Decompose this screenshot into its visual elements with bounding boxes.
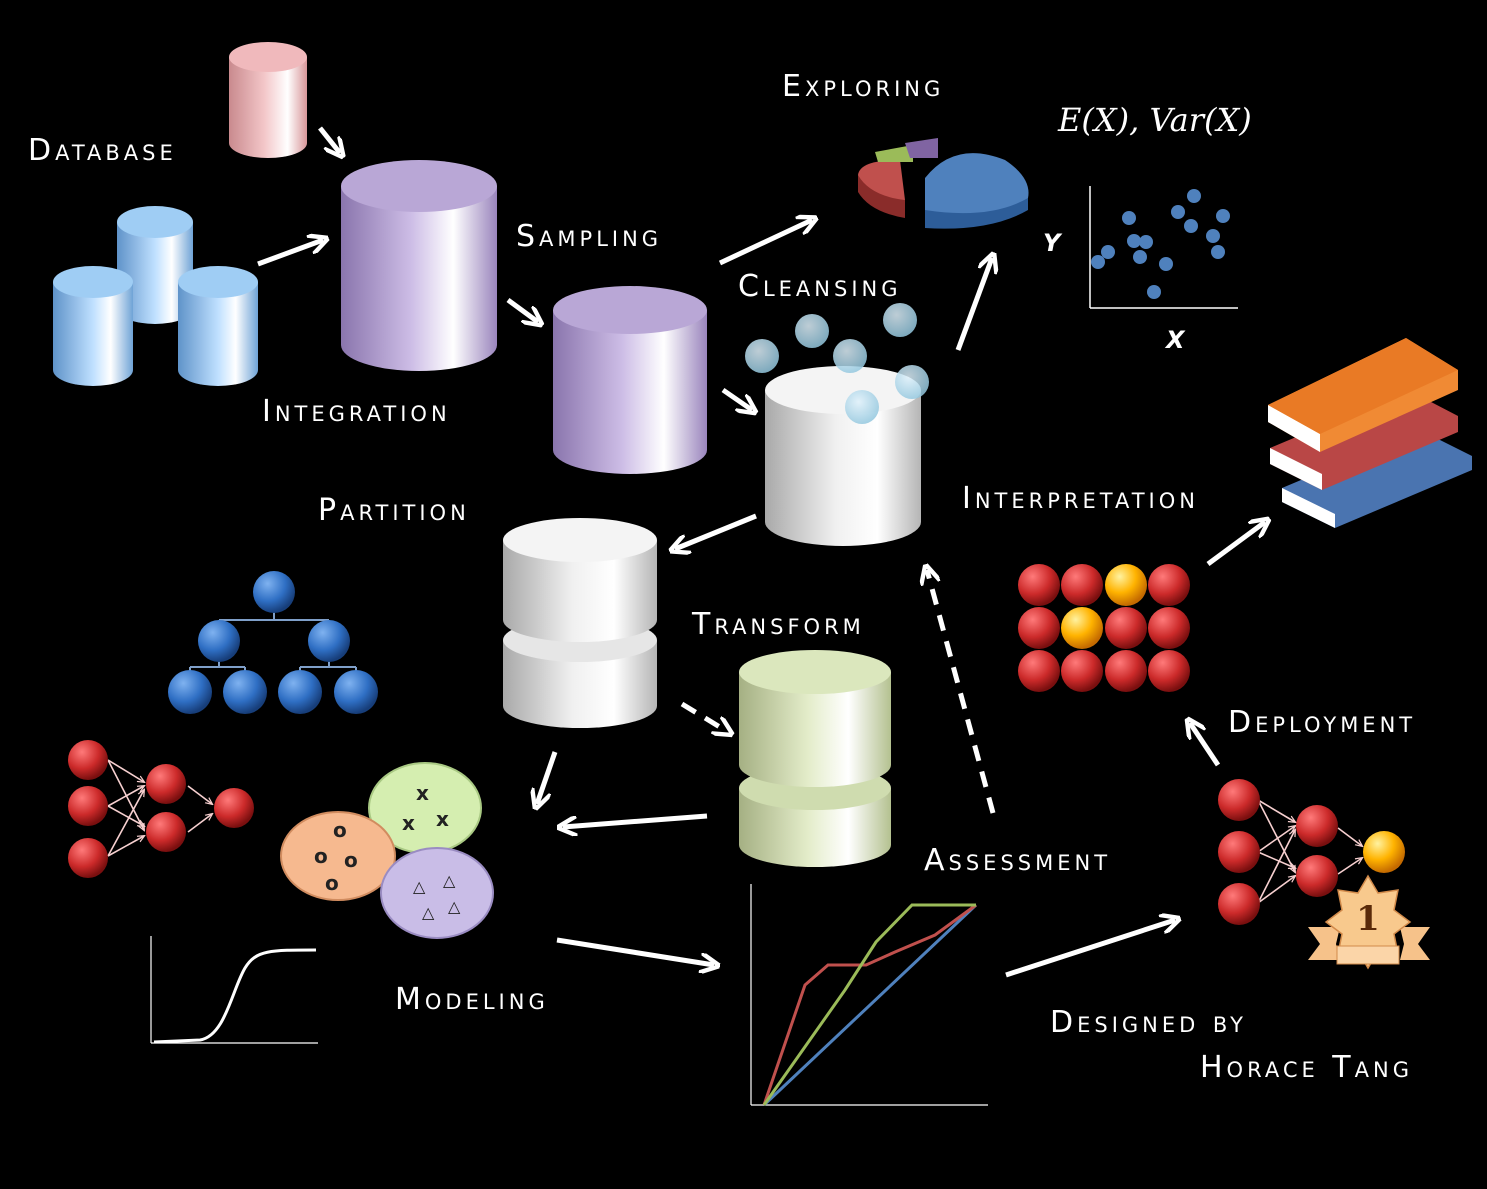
o-mark: o [344,848,358,872]
label-integration: Integration [262,394,451,429]
x-mark: x [436,807,449,831]
books-stack [1268,338,1472,528]
cluster-ellipses [280,762,494,939]
triangle-mark: △ [422,903,435,922]
triangle-mark: △ [448,897,461,916]
label-database: Database [28,133,177,168]
deployment-network-icon [1218,779,1405,925]
dashed-arrows [680,570,996,814]
neural-network-icon [68,740,254,878]
formula-expectation-variance: E(X), Var(X) [1058,101,1252,139]
cluster-triangle-marks: △ △ △ △ [413,871,461,922]
credit-line-1: Designed by [1050,1005,1247,1040]
scatter-plot [1089,186,1238,309]
label-interpretation: Interpretation [962,481,1199,516]
triangle-mark: △ [413,877,426,896]
label-deployment: Deployment [1228,705,1417,740]
x-mark: x [402,811,415,835]
scatter-x-axis-label: X [1166,326,1185,354]
label-cleansing: Cleansing [738,269,902,304]
label-assessment: Assessment [924,843,1112,878]
integration-cylinder [341,160,497,371]
exploring-pie-chart [858,138,1029,229]
cluster-o-marks: o o o o [314,818,358,895]
transform-cylinder [739,650,891,867]
source-cylinder-back [117,206,193,324]
label-transform: Transform [692,607,865,642]
scatter-y-axis-label: Y [1043,229,1061,257]
cleansing-cylinder [765,366,921,546]
sampling-cylinder [553,286,707,474]
o-mark: o [314,844,328,868]
cleansing-bubbles [745,303,929,424]
logistic-curve [150,936,318,1044]
flow-arrows [257,126,1265,978]
first-place-medal [1308,874,1430,970]
decision-tree-icon [168,571,378,714]
assessment-lift-chart [750,884,988,1107]
partition-cylinder [503,518,657,728]
label-exploring: Exploring [782,69,945,104]
database-cylinder [229,42,307,158]
result-matrix [1018,564,1190,692]
x-mark: x [416,781,429,805]
cluster-x-marks: x x x [402,781,449,835]
label-partition: Partition [318,493,470,528]
source-cylinder-left [53,266,133,386]
label-modeling: Modeling [395,982,549,1017]
source-cylinder-right [178,266,258,386]
o-mark: o [325,871,339,895]
credit-line-2: Horace Tang [1200,1050,1413,1085]
o-mark: o [333,818,347,842]
triangle-mark: △ [443,871,456,890]
medal-number: 1 [1356,899,1380,939]
label-sampling: Sampling [516,219,663,254]
